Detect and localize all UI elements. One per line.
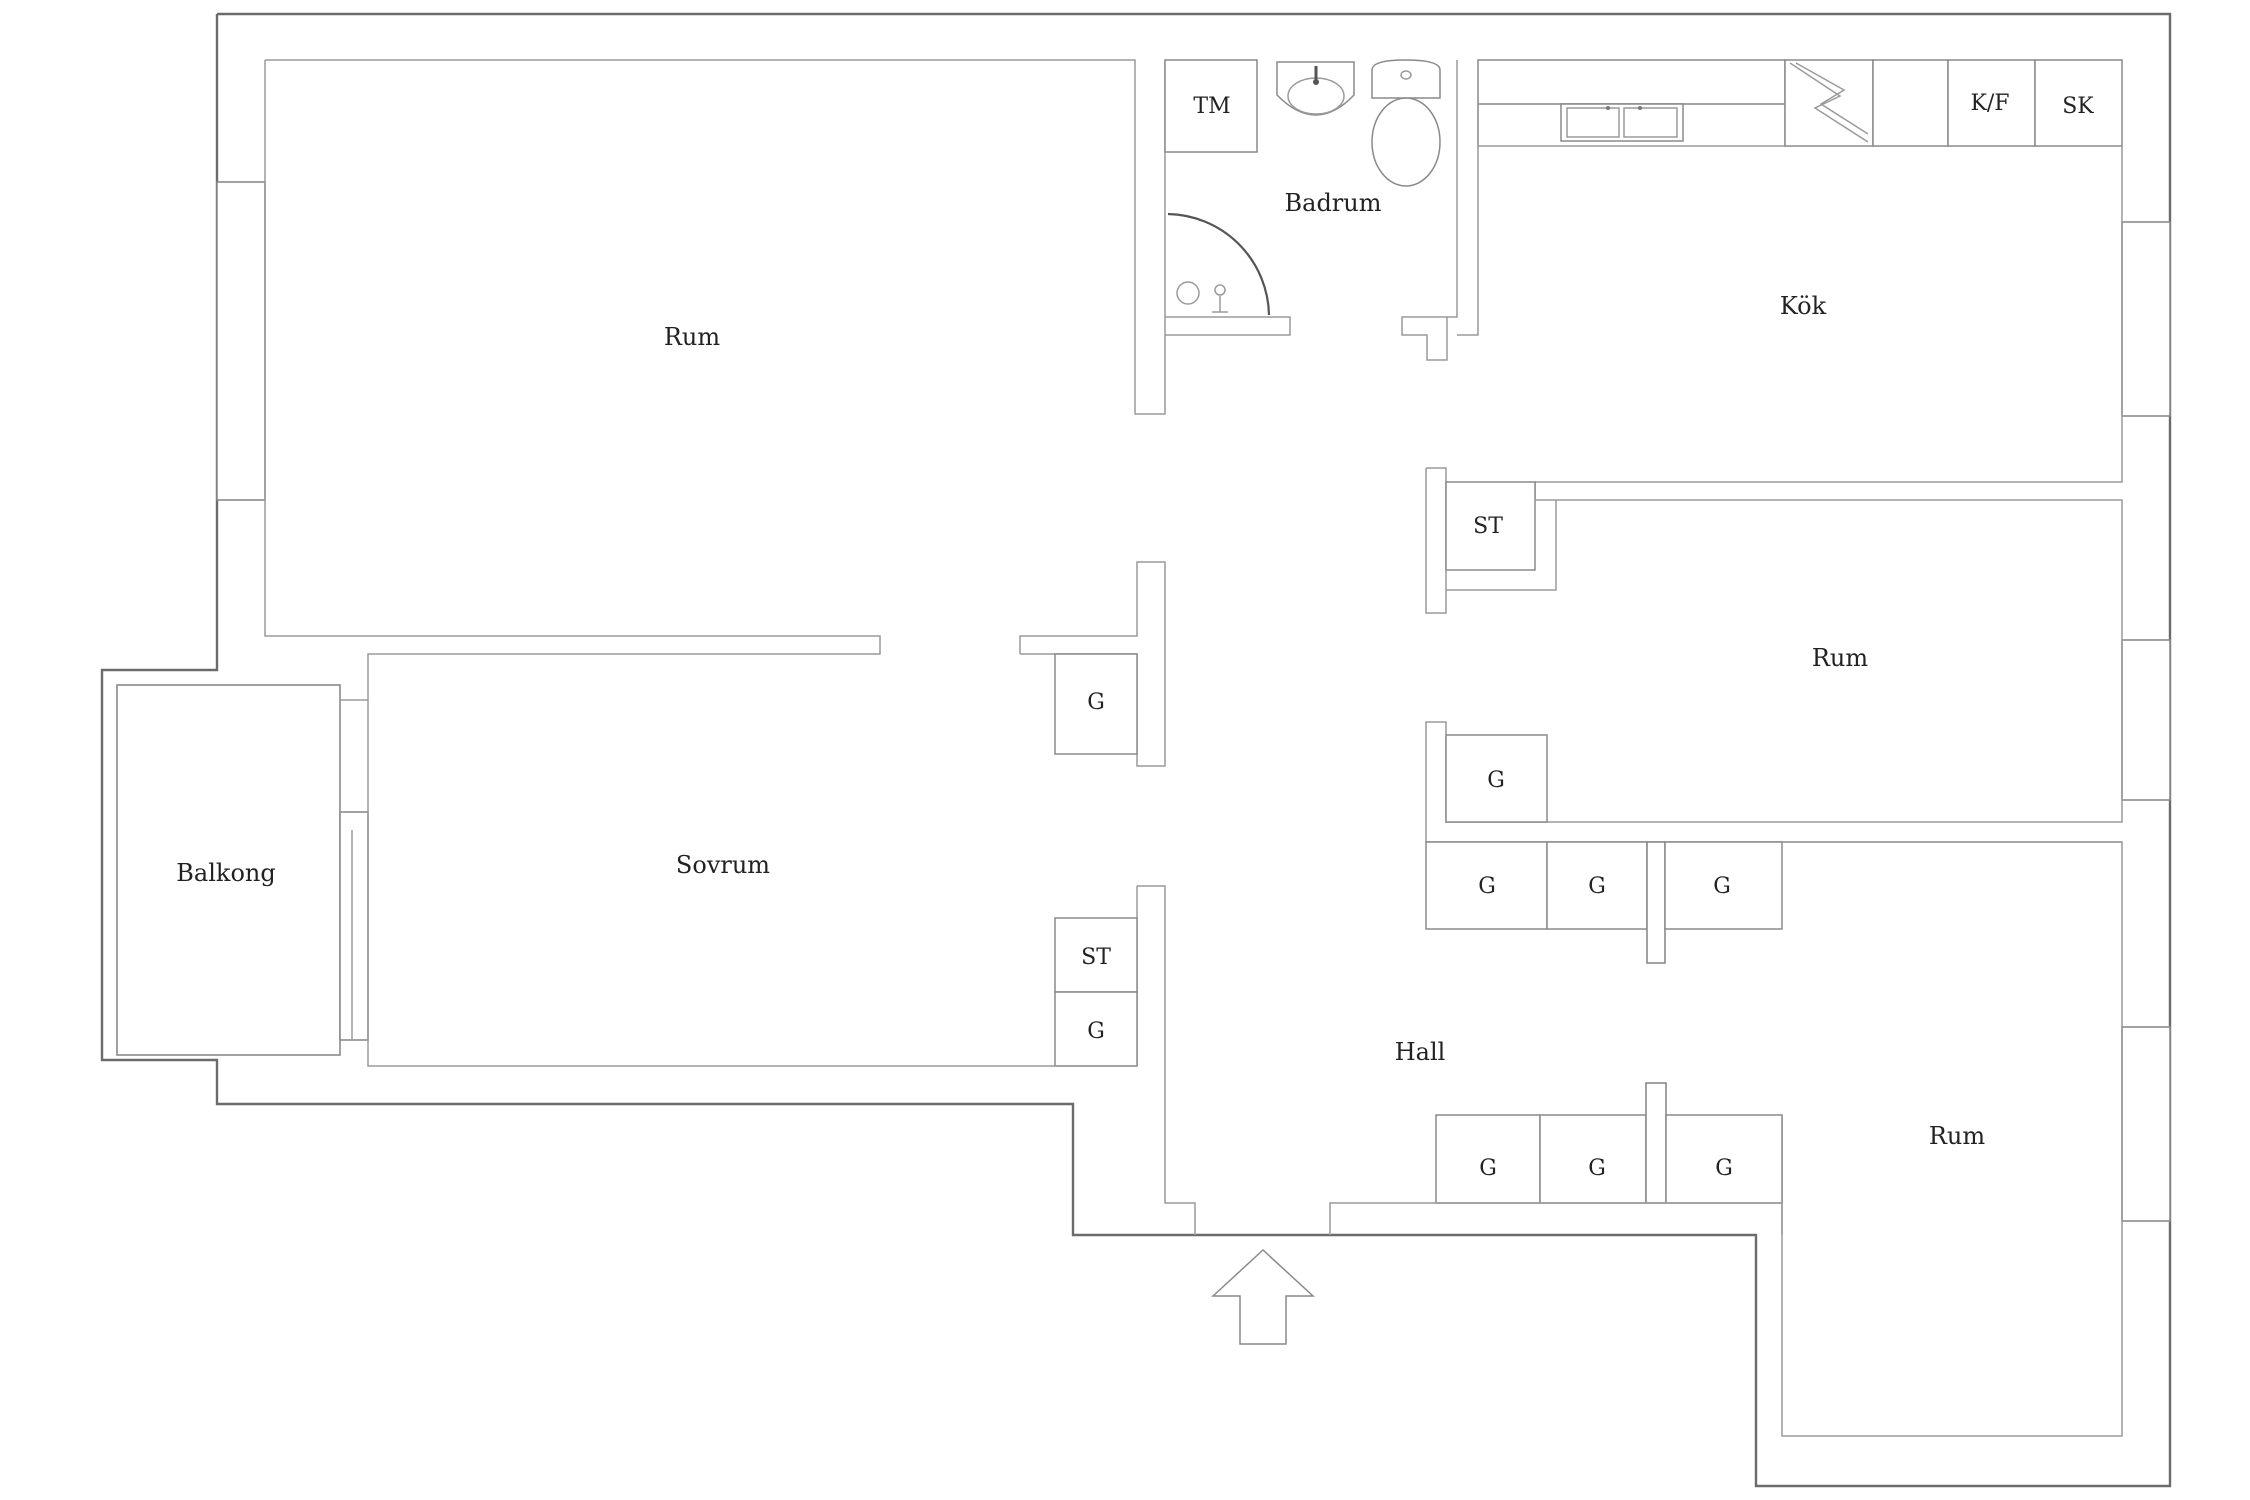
wall-rum-bottom [1781,841,2123,1437]
fixture-label-g: G [1479,1156,1497,1181]
fixture-label-g: G [1588,1156,1606,1181]
wall-hall-left-bottom [1137,885,1196,1235]
g-box-middle [1445,734,1548,823]
fixture-label-g: G [1713,874,1731,899]
outer-wall [100,12,2172,1488]
g-box-row2-a [1435,1114,1541,1204]
g-box-row2-c [1665,1114,1783,1204]
fixture-label-g: G [1087,690,1105,715]
shower-icon [1167,212,1271,316]
sink-icon [1276,61,1355,116]
wall-st-kitchen [1425,467,1447,614]
bathroom-left-partition [1165,316,1291,336]
bathroom-right-wall [1401,60,1458,361]
fixture-label-kf: K/F [1970,91,2009,116]
wall-rum-middle [1446,499,1557,591]
room-label-badrum: Badrum [1285,189,1382,217]
stove-icon [1784,59,1874,147]
room-label-rum-bottom: Rum [1929,1122,1986,1150]
fixture-label-sk: SK [2062,94,2094,119]
st-hall-box [1054,917,1138,993]
room-label-sovrum: Sovrum [676,851,770,879]
entrance-arrow-icon [1211,1248,1315,1345]
room-label-rum-middle: Rum [1812,644,1869,672]
kitchen-left-wall [1457,104,1479,336]
fixture-label-g: G [1588,874,1606,899]
window-rum-middle [2121,639,2171,801]
g-box-row1-c [1664,841,1783,930]
kitchen-kf-box [1947,59,2036,147]
kitchen-sk-box [2034,59,2123,147]
room-label-balkong: Balkong [176,859,275,887]
kitchen-cabinet-blank [1872,59,1949,147]
window-rum-bottom [2121,1026,2171,1222]
st-kitchen-box [1445,481,1536,571]
balcony-outline [116,684,341,1056]
fixture-label-st-kitchen: ST [1473,514,1503,539]
fixture-label-g: G [1478,874,1496,899]
kitchen-sink-icon [1560,103,1684,142]
bathroom-tm-box [1164,59,1258,153]
kitchen-right-wall [1534,146,2123,500]
window-left [216,181,266,501]
window-kok [2121,221,2171,417]
wall-rum-large [265,59,1166,415]
g-row2-divider [1645,1082,1667,1204]
kitchen-counter [1477,59,1786,105]
wall-hall-bottom [1329,1202,1783,1235]
toilet-icon [1371,59,1441,187]
fixture-label-g: G [1715,1156,1733,1181]
wall-rum-large-bottom [264,60,881,701]
fixture-label-g: G [1487,768,1505,793]
balcony-door-frame [339,811,369,1041]
fixture-label-st-hall: ST [1081,945,1111,970]
fixture-label-tm: TM [1193,94,1230,119]
g-box-hall-top [1054,653,1138,755]
room-label-rum-large: Rum [664,323,721,351]
room-label-kok: Kök [1780,292,1827,320]
room-label-hall: Hall [1395,1038,1446,1066]
wall-sovrum [367,700,1137,1067]
g-box-row1-b [1546,841,1648,930]
g-row1-divider [1646,841,1666,964]
fixture-label-g: G [1087,1019,1105,1044]
